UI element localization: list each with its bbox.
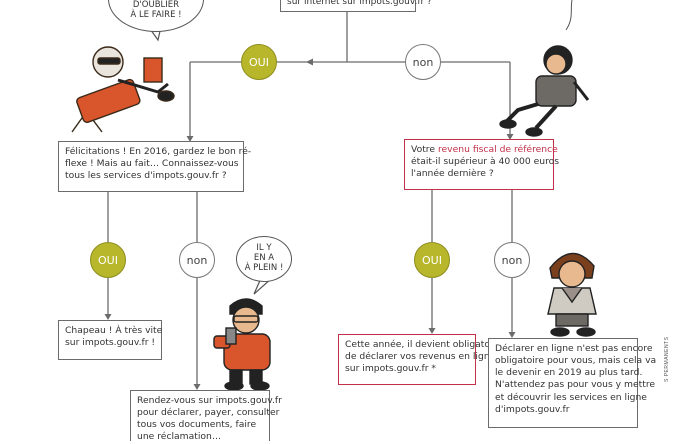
box-line: Chapeau ! À très vite — [65, 325, 163, 336]
box-line: obligatoire pour vous, mais cela va — [495, 355, 657, 367]
revenu-fiscal-question-box: Votre revenu fiscal de référence était-i… — [404, 139, 560, 190]
choice-label: non — [186, 253, 208, 267]
box-line: sur impots.gouv.fr ! — [65, 337, 156, 349]
choice-oui-left: OUI — [90, 242, 126, 278]
box-line: Votre revenu fiscal de référence — [411, 144, 558, 156]
choice-label: non — [501, 253, 523, 267]
question-box-top: sur internet sur impots.gouv.fr ? — [280, 0, 432, 12]
choice-label: OUI — [249, 55, 269, 69]
bubble-line: EN A — [253, 253, 275, 264]
chapeau-box: Chapeau ! À très vite sur impots.gouv.fr… — [58, 320, 162, 360]
character-phone-man-illustration — [213, 298, 271, 391]
box-line: Déclarer en ligne n'est pas encore — [495, 343, 653, 354]
box-line: d'impots.gouv.fr — [495, 403, 570, 415]
box-line: tous les services d'impots.gouv.fr ? — [65, 170, 227, 182]
question-line: sur internet sur impots.gouv.fr ? — [287, 0, 432, 7]
box-line: Cette année, il devient obligatoire — [345, 339, 502, 350]
pas-encore-obligatoire-box: Déclarer en ligne n'est pas encore oblig… — [488, 338, 657, 428]
character-woman-scarf-illustration — [547, 252, 597, 337]
box-line: et découvrir les services en ligne — [495, 391, 647, 403]
choice-oui-top: OUI — [241, 44, 277, 80]
box-line: de déclarer vos revenus en ligne — [345, 351, 496, 363]
bubble-line: IL Y — [256, 243, 272, 254]
box-line: tous vos documents, faire — [137, 419, 257, 431]
choice-non-left: non — [179, 242, 215, 278]
box-line: flexe ! Mais au fait… Connaissez-vous — [65, 158, 239, 170]
box-line: sur impots.gouv.fr * — [345, 363, 437, 375]
bubble-line: À LE FAIRE ! — [130, 10, 182, 20]
box-line: pour déclarer, payer, consulter — [137, 407, 280, 419]
box-line-prefix: Votre — [411, 144, 438, 155]
choice-label: non — [412, 55, 434, 69]
box-line: Rendez-vous sur impots.gouv.fr — [137, 395, 282, 406]
choice-label: OUI — [422, 253, 442, 267]
choice-non-right: non — [494, 242, 530, 278]
choice-non-top: non — [405, 44, 441, 80]
side-caption: S PERMANENTS — [664, 336, 670, 382]
choice-oui-right: OUI — [414, 242, 450, 278]
box-line: une réclamation… — [137, 431, 222, 443]
obligatoire-box: Cette année, il devient obligatoire de d… — [338, 334, 502, 385]
balloon-string — [565, 0, 573, 31]
rendez-vous-box: Rendez-vous sur impots.gouv.fr pour décl… — [130, 390, 282, 443]
revenu-fiscal-highlight: revenu fiscal de référence — [437, 144, 558, 155]
box-line: était-il supérieur à 40 000 euros — [411, 156, 560, 168]
bubble-line: À PLEIN ! — [244, 262, 284, 273]
choice-label: OUI — [98, 253, 118, 267]
speech-bubble-il-y-en-a: IL Y EN A À PLEIN ! — [236, 236, 292, 282]
bubble-line: D'OUBLIER — [132, 0, 180, 11]
character-floating-man-illustration — [499, 45, 590, 137]
box-line: N'attendez pas pour vous y mettre — [495, 379, 656, 391]
box-line: l'année dernière ? — [411, 168, 494, 180]
box-line: Félicitations ! En 2016, gardez le bon r… — [65, 146, 252, 157]
character-lady-deckchair-illustration — [71, 46, 175, 133]
felicitations-box: Félicitations ! En 2016, gardez le bon r… — [58, 141, 252, 192]
box-line: le devenir en 2019 au plus tard. — [495, 367, 643, 379]
